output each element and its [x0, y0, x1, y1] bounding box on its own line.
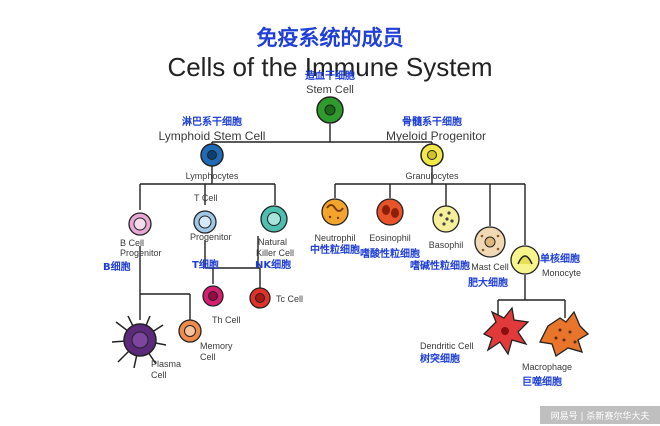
basophil-cell [432, 205, 460, 233]
monocyte-cell [510, 245, 540, 275]
eosinophil-label-zh: 嗜酸性粒细胞 [360, 247, 420, 260]
b-cell-label-en1: B Cell [120, 238, 144, 248]
b-cell-label-en2: Progenitor [120, 248, 162, 258]
lymphoid-label-en: Lymphoid Stem Cell [159, 129, 266, 143]
dendritic-cell-label-en: Dendritic Cell [420, 341, 474, 351]
myeloid-progenitor-cell [420, 143, 444, 167]
basophil-label-zh: 嗜碱性粒细胞 [410, 259, 470, 272]
dendritic-cell [482, 306, 530, 356]
watermark-text: 网易号 | 杀新赛尔华大夫 [551, 410, 650, 422]
b-cell-label-zh: B细胞 [103, 260, 131, 273]
dendritic-cell-label-zh: 树突细胞 [420, 352, 460, 365]
page-title: 免疫系统的成员 [257, 26, 404, 50]
stem-cell-label-en: Stem Cell [306, 84, 354, 96]
mast-cell [474, 226, 506, 258]
macrophage-label-en: Macrophage [522, 362, 572, 372]
t-cell-label-en1: T Cell [194, 193, 217, 203]
mast-cell-label-en: Mast Cell [471, 262, 509, 272]
eosinophil-label-en: Eosinophil [369, 233, 411, 243]
granulocytes-label: Granulocytes [405, 171, 459, 181]
stem-cell [316, 96, 344, 124]
neutrophil-cell [321, 198, 349, 226]
memory-cell [178, 319, 202, 343]
tc-cell [249, 287, 271, 309]
page-subtitle: Cells of the Immune System [167, 52, 492, 82]
lymphoid-stem-cell [200, 143, 224, 167]
t-cell-progenitor [193, 210, 217, 234]
myeloid-label-zh: 骨髓系干细胞 [402, 115, 462, 128]
myeloid-label-en: Myeloid Progenitor [386, 129, 486, 143]
memory-cell-label-en2: Cell [200, 352, 216, 362]
th-cell [202, 285, 224, 307]
monocyte-label-en: Monocyte [542, 268, 581, 278]
t-cell-label-zh: T细胞 [192, 258, 219, 271]
monocyte-label-zh: 单核细胞 [540, 252, 580, 265]
plasma-cell-label-en2: Cell [151, 370, 167, 380]
nk-cell-label-en2: Killer Cell [256, 248, 294, 258]
nk-cell [260, 205, 288, 233]
neutrophil-label-zh: 中性粒细胞 [310, 243, 360, 256]
b-cell-progenitor [128, 212, 152, 236]
lymphoid-label-zh: 淋巴系干细胞 [182, 115, 242, 128]
stem-cell-label-zh: 造血干细胞 [305, 69, 355, 82]
macrophage-label-zh: 巨噬细胞 [522, 375, 562, 388]
lymphocytes-label: Lymphocytes [186, 171, 239, 181]
mast-cell-label-zh: 肥大细胞 [468, 276, 508, 289]
connector-lines [139, 124, 566, 320]
nk-cell-label-zh: NK细胞 [255, 258, 291, 271]
watermark-background [540, 406, 660, 424]
plasma-cell [111, 315, 167, 369]
tc-cell-label: Tc Cell [276, 294, 303, 304]
th-cell-label: Th Cell [212, 315, 241, 325]
macrophage-cell [539, 310, 590, 358]
plasma-cell-label-en1: Plasma [151, 359, 181, 369]
nk-cell-label-en1: Natural [258, 237, 287, 247]
neutrophil-label-en: Neutrophil [314, 233, 355, 243]
memory-cell-label-en1: Memory [200, 341, 233, 351]
t-cell-label-en2: Progenitor [190, 232, 232, 242]
basophil-label-en: Basophil [429, 240, 464, 250]
eosinophil-cell [376, 198, 404, 226]
